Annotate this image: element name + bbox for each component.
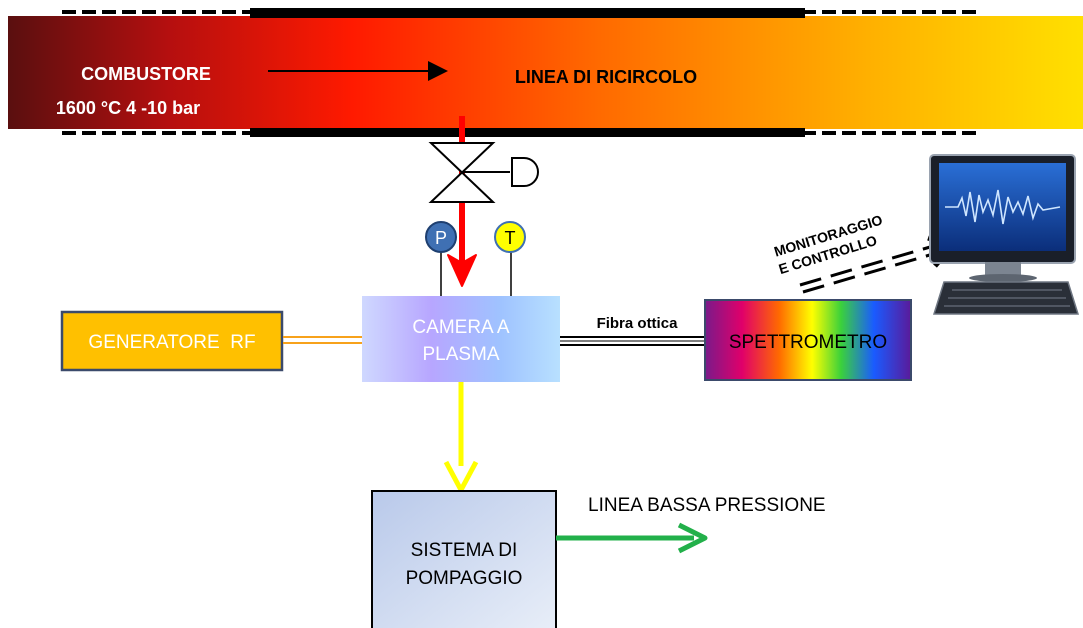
pumping-system-box (371, 490, 557, 628)
pressure-sensor-label: P (435, 228, 447, 248)
plasma-chamber-label-line1: CAMERA A (412, 317, 509, 338)
pressure-sensor-icon (425, 221, 457, 253)
rf-generator-box (60, 310, 284, 372)
pumping-system-label-line1: SISTEMA DI (411, 540, 518, 561)
hot-gas-flow-arrowhead (447, 254, 477, 287)
spectrometer-box (704, 299, 912, 381)
low-pressure-line-label: LINEA BASSA PRESSIONE (588, 495, 826, 516)
rf-generator-label: GENERATORE RF (88, 332, 255, 353)
pumping-system-label-line2: POMPAGGIO (406, 568, 523, 589)
monitoring-label-group: MONITORAGGIO E CONTROLLO (772, 211, 884, 277)
temperature-sensor-icon (494, 221, 526, 253)
valve-icon (428, 142, 539, 203)
plasma-chamber-label-line2: PLASMA (422, 344, 499, 365)
spectrometer-label: SPETTROMETRO (729, 332, 887, 353)
exhaust-flow-arrowhead (443, 460, 479, 493)
temperature-sensor-label: T (505, 228, 516, 248)
recirculation-pipe (8, 8, 1083, 137)
combustor-conditions: 1600 °C 4 -10 bar (56, 98, 200, 118)
optical-fiber-cable (560, 336, 705, 346)
plasma-chamber-box (362, 296, 560, 382)
recirculation-line-label: LINEA DI RICIRCOLO (515, 67, 697, 87)
computer-icon (929, 154, 1080, 315)
combustor-title: COMBUSTORE (81, 64, 211, 84)
optical-fiber-label: Fibra ottica (597, 315, 679, 332)
low-pressure-flow-arrowhead (677, 522, 708, 554)
